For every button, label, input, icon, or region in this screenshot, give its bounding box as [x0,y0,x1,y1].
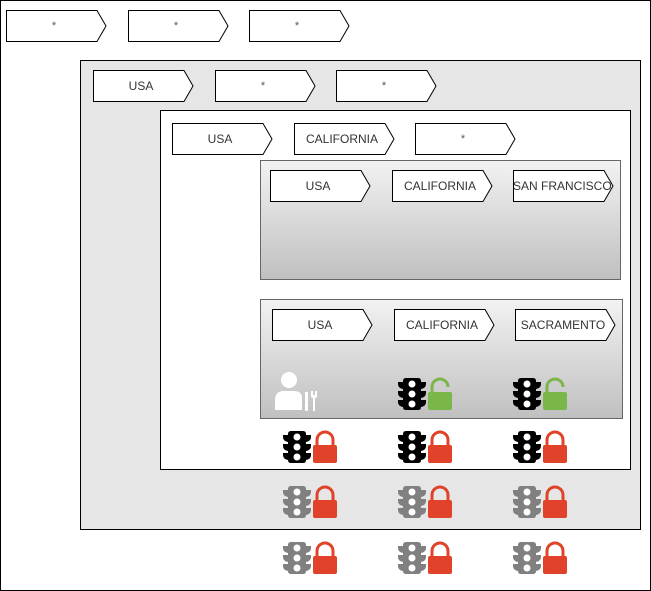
usa-tag-1: USA [93,70,194,102]
sf-tag-1: USA [270,170,371,202]
user-admin-icon [275,372,317,411]
tag-label: USA [307,318,333,332]
tag-label: * [460,133,466,145]
ca-tag-2: CALIFORNIA [294,123,395,155]
root-tag-1: * [6,10,107,42]
tag-label: CALIFORNIA [305,132,378,146]
tag-label: USA [305,179,331,193]
tag-label: * [51,20,57,32]
traffic-light-unlocked-icon [513,377,567,410]
sac-tag-2: CALIFORNIA [394,309,495,341]
sac-tag-1: USA [272,309,373,341]
tag-label: * [260,80,266,92]
sac-tag-3: SACRAMENTO [515,309,616,341]
tag-label: SACRAMENTO [520,318,606,332]
traffic-light-locked-icon [283,430,337,463]
ca-tag-3: * [415,123,516,155]
sf-tag-3: SAN FRANCISCO [513,170,614,202]
root-tag-2: * [128,10,229,42]
traffic-light-unlocked-icon [398,377,452,410]
traffic-light-locked-icon [283,541,337,574]
tag-label: * [381,80,387,92]
tag-label: * [294,20,300,32]
tag-label: USA [128,79,154,93]
traffic-light-locked-icon [398,430,452,463]
traffic-light-locked-icon [513,430,567,463]
traffic-light-locked-icon [283,485,337,518]
tag-label: USA [207,132,233,146]
tag-label: CALIFORNIA [403,179,476,193]
traffic-light-locked-icon [398,541,452,574]
usa-tag-2: * [215,70,316,102]
traffic-light-locked-icon [398,485,452,518]
tag-label: * [173,20,179,32]
usa-tag-3: * [336,70,437,102]
ca-tag-1: USA [172,123,273,155]
sf-tag-2: CALIFORNIA [392,170,493,202]
root-tag-3: * [249,10,350,42]
tag-label: CALIFORNIA [405,318,478,332]
traffic-light-locked-icon [513,541,567,574]
tag-label: SAN FRANCISCO [513,179,612,193]
traffic-light-locked-icon [513,485,567,518]
